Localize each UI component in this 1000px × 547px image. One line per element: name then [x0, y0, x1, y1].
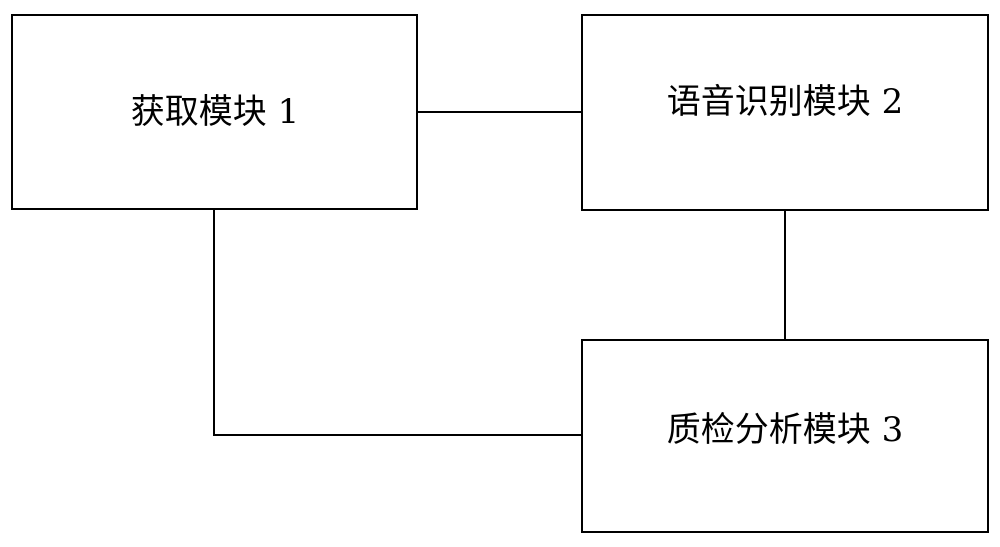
node-quality-analysis-label: 质检分析模块 3 [667, 410, 903, 450]
node-acquisition-box [11, 14, 418, 210]
node-speech-recognition-label: 语音识别模块 2 [667, 82, 903, 122]
connector-acquisition-to-quality-analysis [213, 209, 582, 436]
node-speech-recognition-box [581, 14, 989, 211]
node-acquisition-label: 获取模块 1 [131, 92, 299, 132]
node-speech-recognition-module: 语音识别模块 2 [581, 14, 989, 211]
node-quality-analysis-box [581, 339, 989, 533]
node-quality-analysis-module: 质检分析模块 3 [581, 339, 989, 533]
node-acquisition-module: 获取模块 1 [11, 14, 418, 210]
